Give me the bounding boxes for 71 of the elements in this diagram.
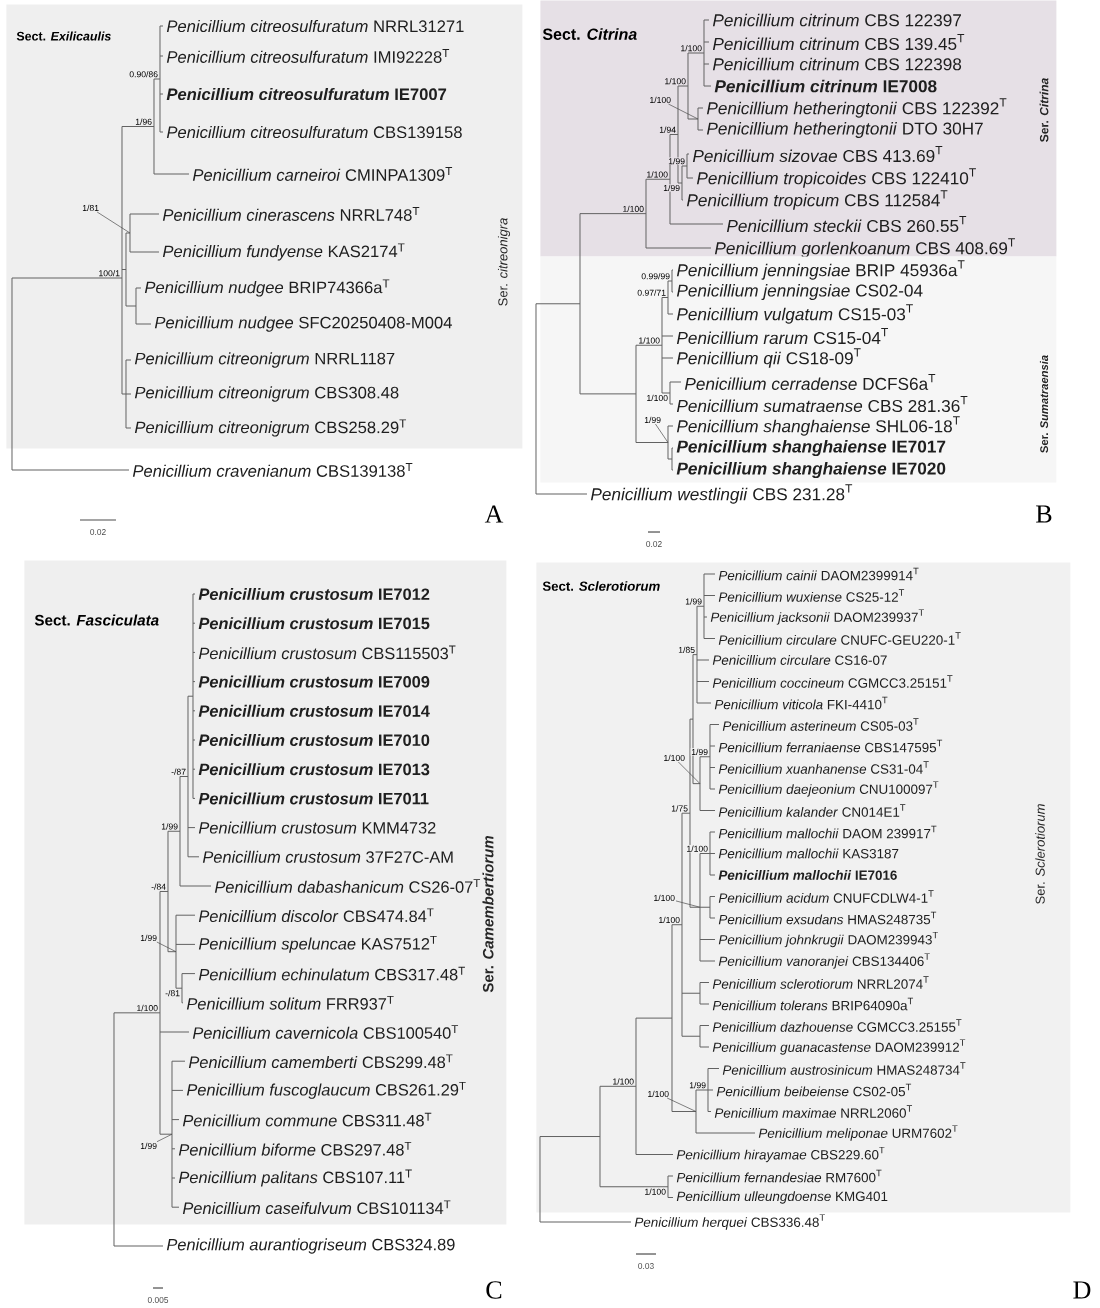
taxon-name: Penicillium crustosum IE7011 — [198, 792, 429, 805]
taxon-name: Penicillium shanghaiense IE7017 — [676, 440, 946, 456]
panel-letter: B — [1036, 505, 1052, 523]
taxon-name: Penicillium biforme CBS297.48$^{T}$ — [178, 1142, 412, 1156]
taxon-name: Penicillium steckii CBS 260.55$^{T}$ — [726, 216, 967, 233]
leader-line — [96, 211, 131, 234]
taxon-name: Penicillium shanghaiense IE7020 — [676, 462, 946, 478]
taxon-name: Penicillium vulgatum CS15-03$^{T}$ — [676, 304, 913, 324]
taxon-name: Penicillium hetheringtonii CBS 122392$^{T}$ — [706, 98, 1007, 118]
taxon-name: Penicillium citreosulfuratum CBS139158 — [166, 125, 462, 139]
taxon-name: Penicillium carneiroi CMINPA1309$^{T}$ — [192, 167, 453, 181]
leader-line — [675, 900, 701, 908]
taxon-name: Penicillium cerradense DCFS6a$^{T}$ — [684, 373, 936, 391]
taxon-name: Penicillium crustosum IE7013 — [198, 763, 430, 776]
taxon-name: Penicillium rarum CS15-04$^{T}$ — [676, 328, 888, 345]
section-heading: Sect. Citrina — [542, 28, 637, 40]
taxon-name: Penicillium citrinum IE7008 — [714, 79, 937, 93]
taxon-name: Penicillium crustosum IE7015 — [198, 617, 430, 630]
taxon-name: Penicillium citreosulfuratum NRRL31271 — [166, 19, 464, 33]
taxon-name: Penicillium caseifulvum CBS101134$^{T}$ — [182, 1200, 451, 1215]
taxon-name: Penicillium cavernicola CBS100540$^{T}$ — [192, 1025, 459, 1039]
taxon-name: Penicillium citreonigrum CBS258.29$^{T}$ — [134, 419, 407, 437]
taxon-name: Penicillium tropicum CBS 112584$^{T}$ — [686, 190, 948, 210]
taxon-name: Penicillium palitans CBS107.11$^{T}$ — [178, 1169, 412, 1187]
leader-line — [678, 761, 701, 784]
taxon-name: Penicillium crustosum IE7012 — [198, 588, 430, 600]
taxon-name: Penicillium jenningsiae CS02-04 — [676, 284, 923, 300]
taxon-name: Penicillium crustosum 37F27C-AM — [202, 850, 453, 863]
taxon-name: Penicillium citrinum CBS 122397 — [712, 13, 961, 27]
leader-line — [668, 103, 699, 120]
taxon-name: Penicillium aurantiogriseum CBS324.89 — [166, 1238, 455, 1254]
taxon-name: Penicillium camemberti CBS299.48$^{T}$ — [188, 1054, 453, 1069]
taxon-name: Penicillium crustosum KMM4732 — [198, 821, 436, 834]
taxon-name: Penicillium cinerascens NRRL748$^{T}$ — [162, 207, 420, 221]
taxon-name: Penicillium hetheringtonii DTO 30H7 — [706, 122, 983, 138]
taxon-name: Penicillium nudgee BRIP74366a$^{T}$ — [144, 279, 390, 297]
leader-line — [655, 423, 669, 443]
taxon-name: Penicillium sizovae CBS 413.69$^{T}$ — [692, 146, 943, 163]
taxon-name: Penicillium discolor CBS474.84$^{T}$ — [198, 908, 434, 923]
taxon-name: Penicillium citrinum CBS 122398 — [712, 57, 962, 71]
taxon-name: Penicillium speluncae KAS7512$^{T}$ — [198, 935, 437, 953]
taxon-name: Penicillium crustosum CBS115503$^{T}$ — [198, 645, 456, 660]
taxon-name: Penicillium fuscoglaucum CBS261.29$^{T}$ — [186, 1081, 466, 1099]
taxon-name: Penicillium sumatraense CBS 281.36$^{T}$ — [676, 396, 968, 413]
taxon-name: Penicillium jenningsiae BRIP 45936a$^{T}$ — [676, 260, 965, 280]
taxon-name: Penicillium gorlenkoanum CBS 408.69$^{T}$ — [714, 238, 1015, 258]
taxon-name: Penicillium echinulatum CBS317.48$^{T}$ — [198, 966, 465, 981]
taxon-name: Penicillium crustosum IE7010 — [198, 734, 430, 746]
taxon-name: Penicillium fundyense KAS2174$^{T}$ — [162, 243, 405, 261]
taxon-name: Penicillium crustosum IE7014 — [198, 704, 430, 717]
taxon-name: Penicillium commune CBS311.48$^{T}$ — [182, 1112, 432, 1127]
panel-letter: C — [486, 1281, 502, 1299]
taxon-name: Penicillium tropicoides CBS 122410$^{T}$ — [696, 168, 976, 188]
taxon-name: Penicillium citrinum CBS 139.45$^{T}$ — [712, 34, 965, 51]
taxon-name: Penicillium solitum FRR937$^{T}$ — [186, 996, 394, 1010]
taxon-name: Penicillium crustosum IE7009 — [198, 675, 430, 688]
leader-line — [666, 1097, 697, 1112]
taxon-name: Penicillium citreonigrum CBS308.48 — [134, 386, 399, 402]
leader-line — [156, 1133, 173, 1143]
taxon-name: Penicillium qii CS18-09$^{T}$ — [676, 348, 861, 368]
taxon-name: Penicillium nudgee SFC20250408-M004 — [154, 316, 452, 332]
taxon-name: Penicillium citreonigrum NRRL1187 — [134, 352, 395, 368]
taxon-name: Penicillium citreosulfuratum IMI92228$^{T}$ — [166, 49, 450, 63]
leader-line — [156, 941, 177, 953]
taxon-name: Penicillium cravenianum CBS139138$^{T}$ — [132, 463, 413, 477]
taxon-name: Penicillium westlingii CBS 231.28$^{T}$ — [590, 484, 853, 504]
taxon-name: Penicillium citreosulfuratum IE7007 — [166, 87, 447, 101]
panel-letter: D — [1073, 1281, 1091, 1299]
taxon-name: Penicillium dabashanicum CS26-07$^{T}$ — [214, 879, 481, 893]
taxon-name: Penicillium shanghaiense SHL06-18$^{T}$ — [676, 416, 960, 436]
panel-letter: A — [484, 505, 504, 523]
